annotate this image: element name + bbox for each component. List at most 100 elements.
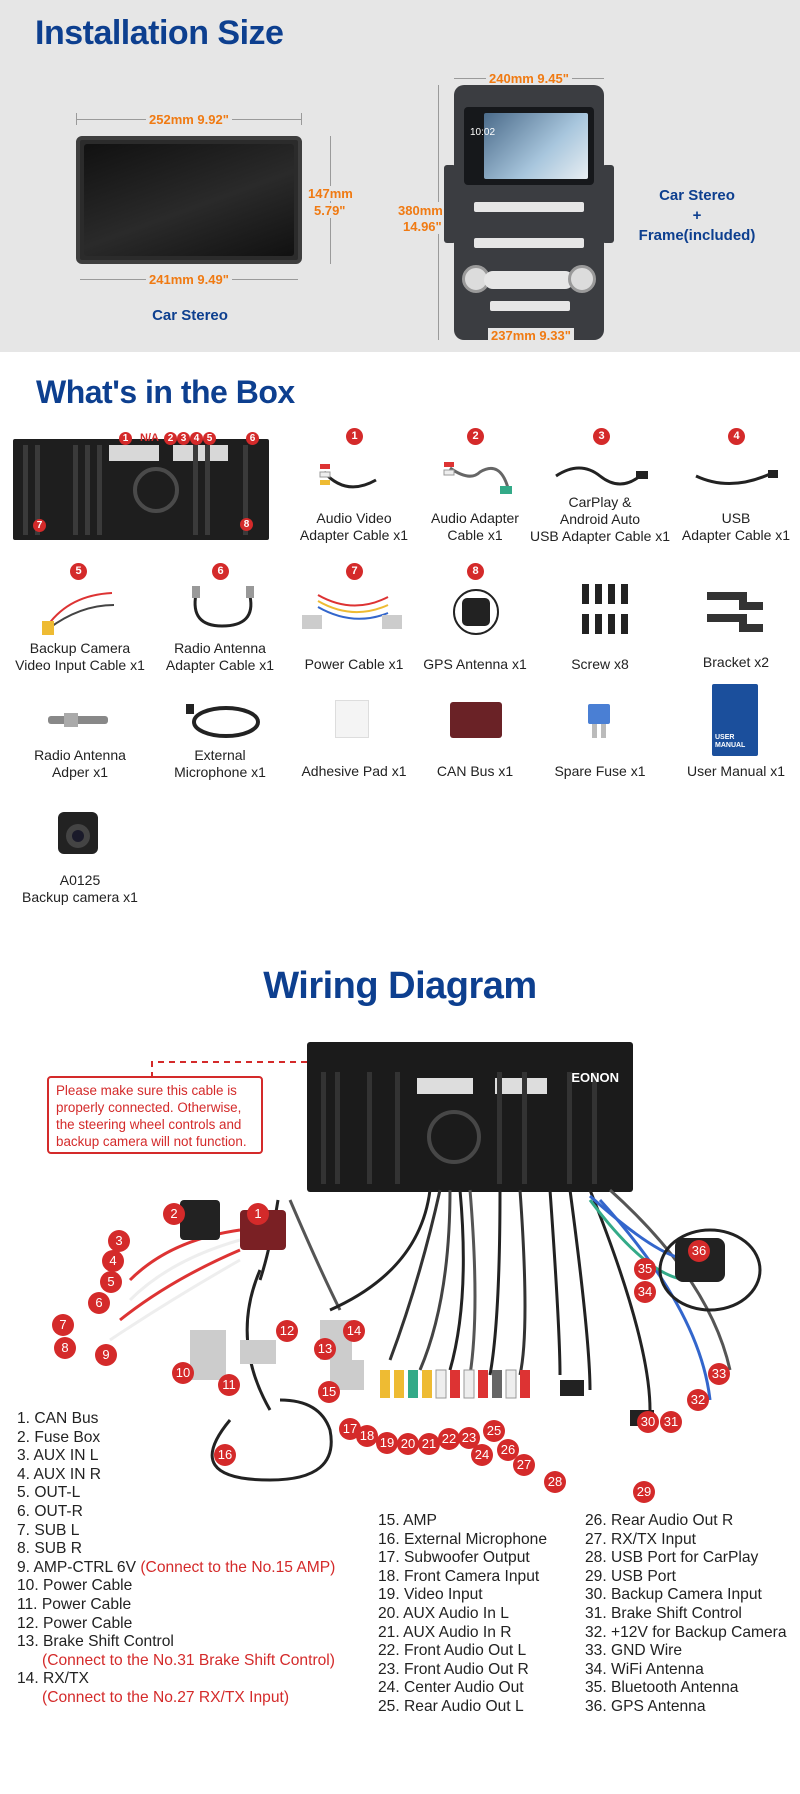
wire-marker-9: 9 [95, 1344, 117, 1366]
box-item-usb-carplay: CarPlay & Android Auto USB Adapter Cable… [529, 494, 671, 544]
legend-entry: 12. Power Cable [17, 1614, 133, 1632]
brand-logo: EONON [571, 1070, 619, 1085]
unit-marker-7: 7 [33, 519, 46, 532]
legend-entry: 18. Front Camera Input [378, 1567, 540, 1585]
legend-entry: 35. Bluetooth Antenna [585, 1679, 739, 1697]
frame-caption: Car Stereo + Frame(included) [622, 186, 772, 246]
box-item-user-manual: User Manual x1 [686, 763, 786, 779]
box-item-audio-cable: Audio Adapter Cable x1 [431, 510, 519, 543]
wire-marker-13: 13 [314, 1338, 336, 1360]
legend-entry: 11. Power Cable [17, 1595, 132, 1613]
frame-caption-line2: + [692, 207, 702, 224]
frame-width-bottom: 237mm 9.33" [488, 328, 574, 343]
legend-entry: 8. SUB R [17, 1540, 82, 1558]
backup-camera-cable-image [42, 592, 115, 635]
legend-entry: 19. Video Input [378, 1586, 483, 1604]
box-item-backup-camera: A0125 Backup camera x1 [22, 872, 138, 905]
legend-entry: 16. External Microphone [378, 1530, 548, 1548]
wire-marker-14: 14 [343, 1320, 365, 1342]
frame-height-in: 14.96" [403, 219, 442, 234]
legend-entry: 14. RX/TX [17, 1670, 89, 1688]
wire-marker-1: 1 [247, 1203, 269, 1225]
wire-marker-19: 19 [376, 1432, 398, 1454]
audio-cable-image [443, 462, 512, 494]
legend-entry: 1. CAN Bus [17, 1410, 99, 1427]
box-item-adhesive-pad: Adhesive Pad x1 [301, 763, 407, 779]
wire-marker-6: 6 [88, 1292, 110, 1314]
legend-entry: 9. AMP-CTRL 6V (Connect to the No.15 AMP… [17, 1558, 336, 1576]
wire-marker-17: 17 [339, 1418, 361, 1440]
frame-caption-line1: Car Stereo [659, 187, 735, 204]
legend-entry: 27. RX/TX Input [585, 1530, 696, 1548]
can-bus-image [450, 702, 502, 738]
warning-box: Please make sure this cable is properly … [47, 1076, 263, 1154]
head-unit-back-image [13, 439, 269, 540]
box-item-gps-antenna: GPS Antenna x1 [423, 656, 527, 672]
wire-marker-36: 36 [688, 1240, 710, 1262]
wiring-legend-col1: 1. CAN Bus 2. Fuse Box 3. AUX IN L 4. AU… [17, 1410, 335, 1708]
legend-entry: 21. AUX Audio In R [378, 1623, 512, 1641]
radio-antenna-cable-image [192, 586, 254, 628]
power-cable-image [302, 594, 402, 629]
dimension-tick [301, 113, 302, 125]
wire-marker-8: 8 [54, 1337, 76, 1359]
wire-marker-18: 18 [356, 1425, 378, 1447]
wire-marker-12: 12 [276, 1320, 298, 1342]
wire-marker-11: 11 [218, 1374, 240, 1396]
legend-entry: 33. GND Wire [585, 1642, 683, 1660]
box-item-usb-adapter: USB Adapter Cable x1 [681, 510, 791, 543]
unit-marker-5: 5 [203, 432, 216, 445]
item-number: 5 [70, 563, 87, 580]
legend-entry: 25. Rear Audio Out L [378, 1697, 524, 1715]
frame-caption-line3: Frame(included) [638, 227, 756, 244]
manual-cover-text: USER MANUAL [715, 734, 746, 749]
screen-clock: 10:02 [470, 127, 496, 138]
legend-entry: 7. SUB L [17, 1521, 80, 1539]
adhesive-pad-image [335, 700, 369, 738]
wire-marker-34: 34 [634, 1281, 656, 1303]
wire-marker-4: 4 [102, 1250, 124, 1272]
user-manual-image: USER MANUAL [712, 684, 758, 756]
wire-marker-5: 5 [100, 1271, 122, 1293]
legend-entry: 13. Brake Shift Control [17, 1633, 174, 1651]
wiring-legend-col2: 15. AMP 16. External Microphone 17. Subw… [378, 1512, 547, 1717]
unit-marker-2: 2 [164, 432, 177, 445]
item-number: 8 [467, 563, 484, 580]
frame-height-mm: 380mm [398, 202, 443, 219]
legend-entry: 10. Power Cable [17, 1577, 133, 1595]
box-item-antenna-adapter: Radio Antenna Adper x1 [34, 747, 126, 780]
wire-marker-31: 31 [660, 1411, 682, 1433]
box-title: What's in the Box [36, 374, 295, 410]
frame-width-top: 240mm 9.45" [486, 71, 572, 86]
wire-marker-30: 30 [637, 1411, 659, 1433]
wiring-legend-col3: 26. Rear Audio Out R 27. RX/TX Input 28.… [585, 1512, 787, 1717]
box-item-can-bus: CAN Bus x1 [436, 763, 514, 779]
installation-section: Installation Size 252mm 9.92" 241mm 9.49… [0, 0, 800, 352]
legend-note: (Connect to the No.15 AMP) [140, 1558, 336, 1576]
unit-marker-6: 6 [246, 432, 259, 445]
box-item-fuse: Spare Fuse x1 [554, 763, 646, 779]
gps-antenna-image [453, 589, 499, 635]
legend-entry: 15. AMP [378, 1512, 437, 1529]
wire-marker-29: 29 [633, 1481, 655, 1503]
legend-entry: 4. AUX IN R [17, 1465, 102, 1483]
wiring-head-unit: EONON [307, 1042, 633, 1192]
wire-marker-20: 20 [397, 1433, 419, 1455]
wire-marker-15: 15 [318, 1381, 340, 1403]
brackets-image [707, 592, 763, 632]
usb-carplay-cable-image [555, 466, 648, 486]
backup-camera-image [58, 812, 98, 854]
item-number: 4 [728, 428, 745, 445]
item-number: 7 [346, 563, 363, 580]
legend-entry: 34. WiFi Antenna [585, 1660, 704, 1678]
legend-entry: 30. Backup Camera Input [585, 1586, 762, 1604]
legend-entry: 2. Fuse Box [17, 1428, 101, 1446]
wire-marker-25: 25 [483, 1420, 505, 1442]
usb-adapter-cable-image [695, 470, 778, 486]
box-item-power-cable: Power Cable x1 [304, 656, 404, 672]
box-item-backup-camera-cable: Backup Camera Video Input Cable x1 [15, 640, 145, 673]
box-item-screws: Screw x8 [571, 656, 629, 672]
box-item-av-cable: Audio Video Adapter Cable x1 [299, 510, 409, 543]
wire-marker-26: 26 [497, 1439, 519, 1461]
legend-entry: 24. Center Audio Out [378, 1679, 524, 1697]
